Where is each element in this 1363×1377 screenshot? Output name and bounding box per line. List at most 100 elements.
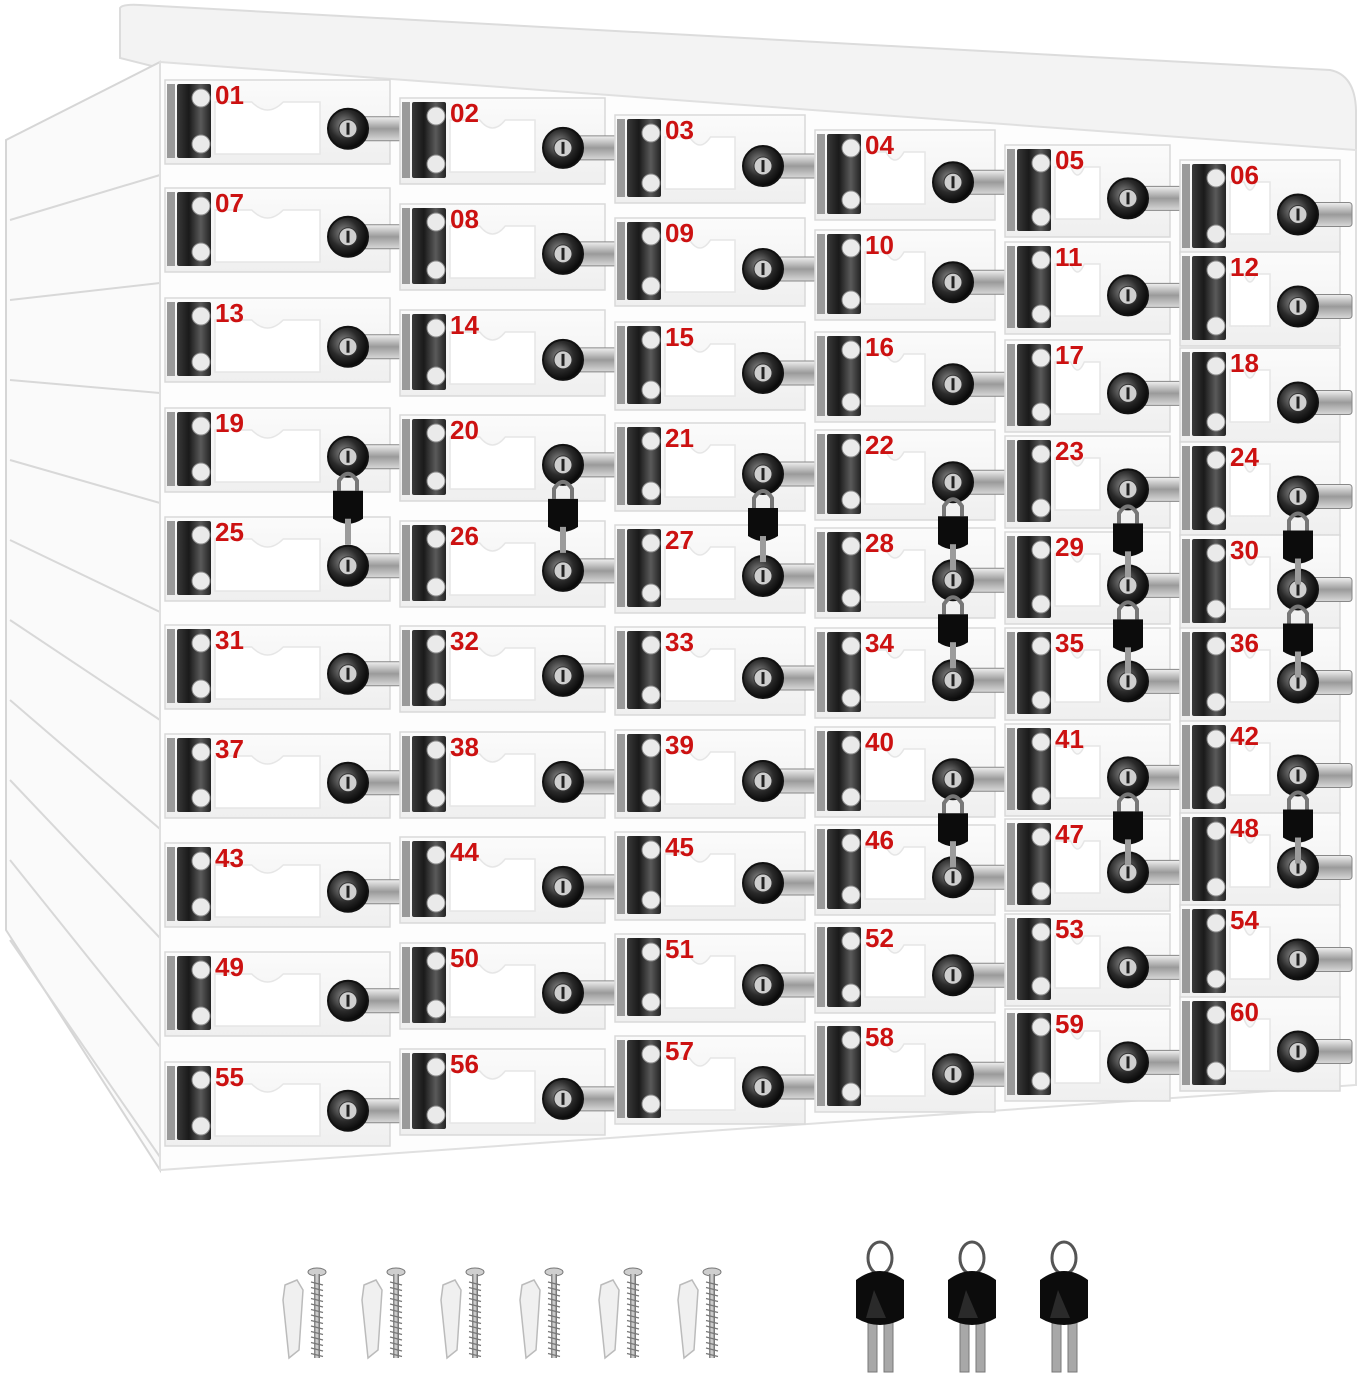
hinge-pin bbox=[1007, 536, 1015, 618]
locker-door[interactable]: 60 bbox=[1179, 996, 1353, 1092]
locker-door[interactable]: 58 bbox=[814, 1021, 1008, 1113]
locker-door[interactable]: 30 bbox=[1179, 534, 1353, 630]
locker-door[interactable]: 55 bbox=[164, 1061, 403, 1147]
locker-door[interactable]: 59 bbox=[1004, 1008, 1183, 1102]
locker-door[interactable]: 31 bbox=[164, 624, 403, 710]
screw-thread bbox=[626, 1325, 640, 1330]
locker-door[interactable]: 37 bbox=[164, 733, 403, 819]
hinge-pin bbox=[402, 841, 410, 917]
locker-door[interactable]: 48 bbox=[1179, 812, 1353, 908]
padlock-shackle bbox=[1117, 600, 1139, 620]
hinge-screw bbox=[191, 306, 211, 326]
locker-door[interactable]: 16 bbox=[814, 331, 1008, 423]
locker-door[interactable]: 17 bbox=[1004, 339, 1183, 433]
locker-door[interactable]: 54 bbox=[1179, 904, 1353, 1000]
locker-number: 60 bbox=[1230, 997, 1259, 1027]
locker-door[interactable]: 18 bbox=[1179, 347, 1353, 443]
locker-door[interactable]: 15 bbox=[614, 321, 818, 411]
hinge-screw bbox=[1206, 224, 1226, 244]
locker-door[interactable]: 33 bbox=[614, 626, 818, 716]
label-slot bbox=[1229, 649, 1271, 703]
locker-door[interactable]: 08 bbox=[399, 203, 618, 291]
locker-door[interactable]: 56 bbox=[399, 1048, 618, 1136]
locker-door[interactable]: 24 bbox=[1179, 441, 1353, 537]
locker-door[interactable]: 35 bbox=[1004, 627, 1183, 721]
locker-door[interactable]: 19 bbox=[164, 407, 403, 493]
locker-number: 03 bbox=[665, 115, 694, 145]
locker-door[interactable]: 38 bbox=[399, 731, 618, 819]
locker-door[interactable]: 57 bbox=[614, 1035, 818, 1125]
locker-door[interactable]: 49 bbox=[164, 951, 403, 1037]
hinge-pin bbox=[617, 119, 625, 197]
locker-door[interactable]: 32 bbox=[399, 625, 618, 713]
label-slot bbox=[449, 647, 536, 701]
label-slot bbox=[1229, 273, 1271, 327]
hinge-screw bbox=[191, 416, 211, 436]
screw-thread bbox=[389, 1347, 403, 1352]
locker-door[interactable]: 34 bbox=[814, 627, 1008, 719]
screw-thread bbox=[626, 1303, 640, 1308]
hinge-screw bbox=[841, 983, 861, 1003]
screw-thread bbox=[705, 1330, 719, 1336]
locker-door[interactable]: 47 bbox=[1004, 818, 1183, 912]
padlock-shackle bbox=[337, 471, 359, 491]
locker-door[interactable]: 27 bbox=[614, 524, 818, 614]
label-slot bbox=[214, 1083, 321, 1137]
locker-door[interactable]: 22 bbox=[814, 429, 1008, 521]
locker-door[interactable]: 09 bbox=[614, 217, 818, 307]
locker-door[interactable]: 20 bbox=[399, 414, 618, 502]
locker-door[interactable]: 07 bbox=[164, 187, 403, 273]
locker-door[interactable]: 04 bbox=[814, 129, 1008, 221]
locker-door[interactable]: 06 bbox=[1179, 159, 1353, 255]
keyhole-slot bbox=[1296, 953, 1300, 966]
keyhole-slot bbox=[761, 1081, 765, 1094]
locker-door[interactable]: 05 bbox=[1004, 144, 1183, 238]
hinge-pin bbox=[617, 836, 625, 914]
locker-door[interactable]: 45 bbox=[614, 831, 818, 921]
screw-thread bbox=[389, 1330, 403, 1336]
locker-door[interactable]: 51 bbox=[614, 933, 818, 1023]
locker-door[interactable]: 46 bbox=[814, 824, 1008, 916]
key-set-icon bbox=[948, 1240, 996, 1373]
locker-door[interactable]: 50 bbox=[399, 942, 618, 1030]
locker-door[interactable]: 36 bbox=[1179, 627, 1353, 723]
screw-thread bbox=[705, 1325, 719, 1330]
locker-door[interactable]: 42 bbox=[1179, 720, 1353, 816]
locker-door[interactable]: 14 bbox=[399, 309, 618, 397]
cabinet-side bbox=[5, 60, 161, 1174]
hinge-screw bbox=[426, 260, 446, 280]
locker-door[interactable]: 21 bbox=[614, 422, 818, 512]
locker-door[interactable]: 10 bbox=[814, 229, 1008, 321]
locker-number: 55 bbox=[215, 1062, 244, 1092]
keyhole-slot bbox=[951, 871, 955, 884]
locker-door[interactable]: 44 bbox=[399, 836, 618, 924]
locker-door[interactable]: 23 bbox=[1004, 435, 1183, 529]
hinge-screw bbox=[1206, 506, 1226, 526]
hinge-screw bbox=[841, 190, 861, 210]
label-slot bbox=[864, 846, 926, 900]
locker-number: 16 bbox=[865, 332, 894, 362]
locker-door[interactable]: 40 bbox=[814, 726, 1008, 818]
hinge-screw bbox=[191, 742, 211, 762]
hinge-screw bbox=[1206, 729, 1226, 749]
hinge-screw bbox=[841, 340, 861, 360]
locker-door[interactable]: 29 bbox=[1004, 531, 1183, 625]
locker-door[interactable]: 53 bbox=[1004, 913, 1183, 1007]
locker-door[interactable]: 28 bbox=[814, 527, 1008, 619]
locker-number: 10 bbox=[865, 230, 894, 260]
locker-door[interactable]: 43 bbox=[164, 842, 403, 928]
locker-door[interactable]: 26 bbox=[399, 520, 618, 608]
locker-door[interactable]: 12 bbox=[1179, 251, 1353, 347]
locker-door[interactable]: 03 bbox=[614, 114, 818, 204]
locker-door[interactable]: 25 bbox=[164, 516, 403, 602]
locker-door[interactable]: 39 bbox=[614, 729, 818, 819]
screw-thread bbox=[389, 1292, 403, 1297]
hinge-pin bbox=[1007, 149, 1015, 231]
key-sets bbox=[856, 1240, 1088, 1373]
locker-door[interactable]: 13 bbox=[164, 297, 403, 383]
locker-door[interactable]: 52 bbox=[814, 922, 1008, 1014]
locker-door[interactable]: 02 bbox=[399, 97, 618, 185]
locker-door[interactable]: 41 bbox=[1004, 723, 1183, 817]
locker-door[interactable]: 01 bbox=[164, 79, 403, 165]
locker-door[interactable]: 11 bbox=[1004, 241, 1183, 335]
